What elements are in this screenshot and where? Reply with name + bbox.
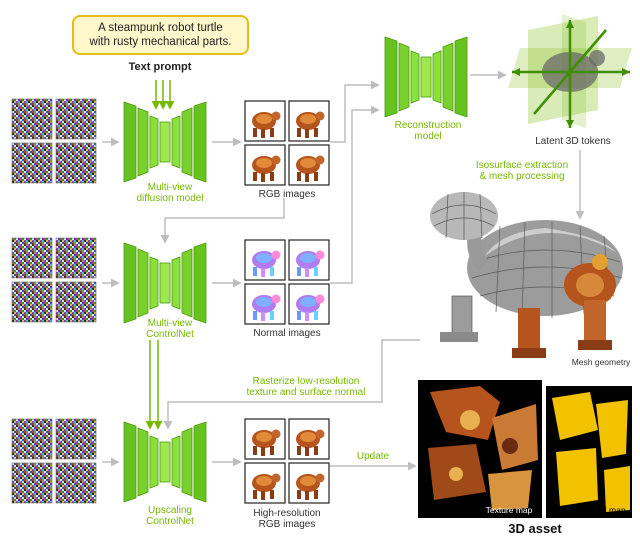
label-upscaling-line1: Upscaling [148,505,192,516]
label-texture-map: Texture map [485,505,533,515]
prompt-text-line1: A steampunk robot turtle [98,22,223,34]
normal-images-grid [244,239,330,325]
label-controlnet-line1: Multi-view [147,318,193,329]
label-normal-images: Normal images [253,328,321,339]
arrow-rgb-to-controlnet [160,198,285,244]
upscaling-controlnet-icon [123,421,207,503]
hires-rgb-images-grid [244,418,330,504]
label-diffusion-line2: diffusion model [136,193,204,204]
material-map-image [546,386,632,518]
texture-map-image [418,380,542,518]
text-prompt-label: Text prompt [128,61,192,73]
mesh-geometry-render [430,192,623,358]
label-isosurface-line1: Isosurface extraction [475,160,569,171]
label-hires-line2: RGB images [258,519,316,530]
label-rgb-images: RGB images [258,189,316,200]
label-mesh-geometry: Mesh geometry [571,357,631,367]
prompt-text-line2: with rusty mechanical parts. [89,36,232,48]
multiview-diffusion-model-icon [123,101,207,183]
label-latent-3d-tokens: Latent 3D tokens [535,136,611,147]
label-upscaling-line2: ControlNet [146,516,194,527]
label-rasterize-line1: Rasterize low-resolution [252,376,360,387]
text-prompt-box: A steampunk robot turtle with rusty mech… [72,15,249,55]
noise-grid-row2 [11,237,97,323]
rgb-images-grid [244,100,330,186]
connectors [102,70,585,471]
latent-3d-tokens-icon [508,14,632,128]
noise-grid-row3 [11,418,97,504]
label-hires-line1: High-resolution [253,508,321,519]
noise-grid-row1 [11,98,97,184]
label-update: Update [356,451,390,462]
label-reconstruction-line1: Reconstruction [394,120,462,131]
multiview-controlnet-icon [123,242,207,324]
label-controlnet-line2: ControlNet [146,329,194,340]
label-isosurface-line2: & mesh processing [479,171,565,182]
arrow-rgb-to-reconstruction [330,80,380,143]
reconstruction-model-icon [384,36,468,118]
label-3d-asset: 3D asset [508,521,562,536]
label-reconstruction-line2: model [414,131,442,142]
label-rasterize-line2: texture and surface normal [246,387,366,398]
label-material-map: Material map [576,505,626,515]
arrow-normal-to-reconstruction [330,105,380,284]
label-diffusion-line1: Multi-view [147,182,193,193]
arrow-mesh-to-upscaling [163,339,420,430]
